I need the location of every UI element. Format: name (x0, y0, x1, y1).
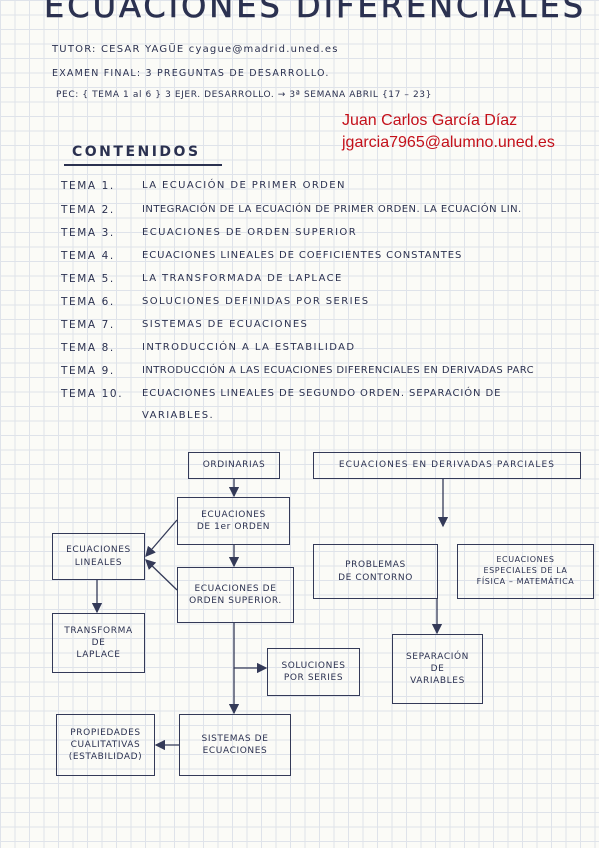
node-label: PROPIEDADES CUALITATIVAS (ESTABILIDAD) (68, 727, 143, 763)
node-lineales: ECUACIONES LINEALES (52, 533, 145, 580)
arrow-higher-order-to-linear (145, 559, 178, 591)
topic-number: TEMA 3. (61, 227, 115, 239)
page-title: ECUACIONES DIFERENCIALES (44, 0, 587, 25)
topic-title: ECUACIONES DE ORDEN SUPERIOR (142, 227, 358, 238)
node-orden-superior: ECUACIONES DE ORDEN SUPERIOR. (177, 567, 294, 623)
topic-title-continued: VARIABLES. (142, 410, 215, 421)
topic-number: TEMA 6. (61, 296, 115, 308)
arrow-first-order-to-linear (145, 519, 178, 557)
topic-title: LA ECUACIÓN DE PRIMER ORDEN (142, 180, 346, 191)
tutor-line: TUTOR: CESAR YAGÜE cyague@madrid.uned.es (52, 44, 339, 55)
node-label: PROBLEMAS DE CONTORNO (338, 560, 413, 583)
node-label: ECUACIONES ESPECIALES DE LA FÍSICA – MAT… (476, 555, 575, 586)
node-cualitativas: PROPIEDADES CUALITATIVAS (ESTABILIDAD) (56, 714, 155, 776)
node-series: SOLUCIONES POR SERIES (267, 648, 360, 696)
contents-underline (64, 164, 222, 166)
topic-title: ECUACIONES LINEALES DE COEFICIENTES CONS… (142, 250, 463, 261)
topic-number: TEMA 9. (61, 365, 115, 377)
topic-title: INTEGRACIÓN DE LA ECUACIÓN DE PRIMER ORD… (142, 204, 522, 215)
topic-number: TEMA 5. (61, 273, 115, 285)
node-label: ECUACIONES DE ORDEN SUPERIOR. (189, 583, 282, 606)
node-primer-orden: ECUACIONES DE 1er ORDEN (177, 497, 290, 545)
node-laplace: TRANSFORMA DE LAPLACE (52, 613, 145, 673)
topic-number: TEMA 10. (61, 388, 124, 400)
node-contorno: PROBLEMAS DE CONTORNO (313, 544, 438, 599)
node-label: SOLUCIONES POR SERIES (281, 660, 346, 683)
node-ordinarias: ORDINARIAS (188, 452, 280, 479)
topic-title: INTRODUCCIÓN A LAS ECUACIONES DIFERENCIA… (142, 365, 534, 376)
topic-title: LA TRANSFORMADA DE LAPLACE (142, 273, 343, 284)
node-derivadas-parciales: ECUACIONES EN DERIVADAS PARCIALES (313, 452, 581, 479)
topic-number: TEMA 1. (61, 180, 115, 192)
node-sistemas: SISTEMAS DE ECUACIONES (179, 714, 291, 776)
node-fisica-matematica: ECUACIONES ESPECIALES DE LA FÍSICA – MAT… (457, 544, 594, 599)
node-label: SEPARACIÓN DE VARIABLES (405, 651, 470, 687)
topic-number: TEMA 7. (61, 319, 115, 331)
topic-number: TEMA 4. (61, 250, 115, 262)
exam-line: EXAMEN FINAL: 3 PREGUNTAS DE DESARROLLO. (52, 68, 330, 79)
node-label: ECUACIONES LINEALES (66, 545, 131, 568)
node-label: ORDINARIAS (202, 460, 266, 471)
author-email: jgarcia7965@alumno.uned.es (342, 134, 555, 151)
topic-title: SISTEMAS DE ECUACIONES (142, 319, 309, 330)
arrow-higher-to-series (233, 623, 268, 674)
topic-number: TEMA 8. (61, 342, 115, 354)
node-label: ECUACIONES DE 1er ORDEN (196, 509, 271, 532)
author-name: Juan Carlos García Díaz (342, 112, 518, 129)
topic-title: ECUACIONES LINEALES DE SEGUNDO ORDEN. SE… (142, 388, 502, 399)
node-label: ECUACIONES EN DERIVADAS PARCIALES (338, 460, 556, 471)
node-label: SISTEMAS DE ECUACIONES (201, 733, 269, 756)
topic-number: TEMA 2. (61, 204, 115, 216)
node-separacion-variables: SEPARACIÓN DE VARIABLES (392, 634, 483, 704)
node-label: TRANSFORMA DE LAPLACE (64, 625, 133, 661)
pec-line: PEC: { TEMA 1 al 6 } 3 EJER. DESARROLLO.… (56, 90, 432, 100)
topic-title: INTRODUCCIÓN A LA ESTABILIDAD (142, 342, 356, 353)
topic-title: SOLUCIONES DEFINIDAS POR SERIES (142, 296, 370, 307)
contents-heading: CONTENIDOS (72, 144, 201, 160)
